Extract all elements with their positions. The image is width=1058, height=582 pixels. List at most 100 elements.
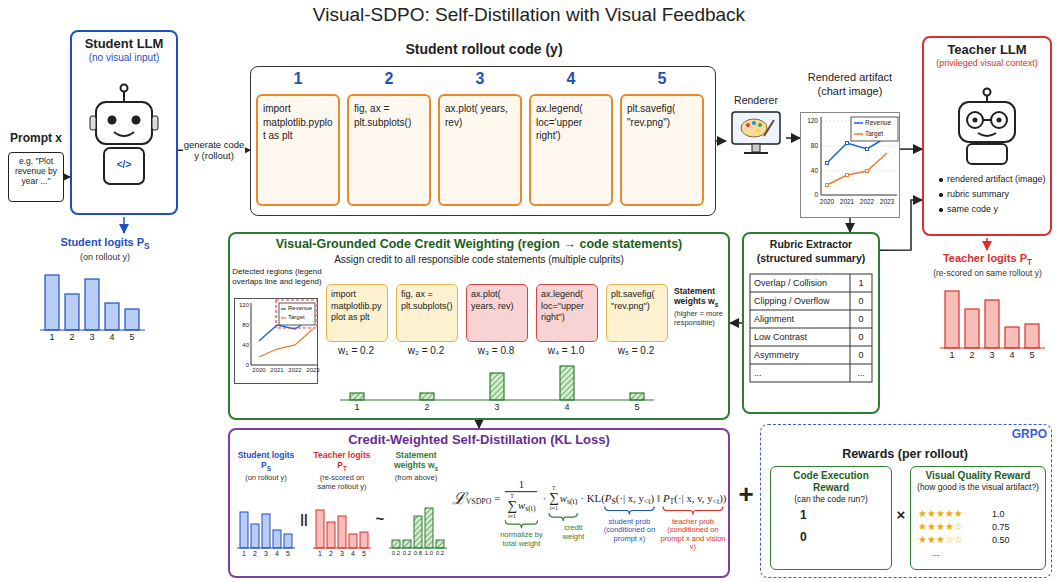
- formula-group: PT(·| x, v, y<t): [663, 492, 723, 504]
- kl-student-bars: [237, 512, 295, 548]
- text-flow: import matplotlib.pyplot as plt: [258, 96, 338, 149]
- node-text: Renderer: [730, 94, 782, 107]
- formula-token: P: [663, 492, 670, 504]
- label-text: (from above): [386, 473, 446, 482]
- formula-token: ℒ: [452, 489, 466, 508]
- formula-token: t=1: [508, 512, 516, 518]
- axis-tick: 120: [801, 117, 818, 124]
- axis-number: 5: [1025, 350, 1039, 360]
- renderer: Renderer: [726, 90, 786, 170]
- svg-rect: [338, 516, 346, 548]
- svg-circle: [756, 129, 760, 133]
- label-text: Statement weights w: [674, 286, 715, 306]
- svg-circle: [758, 123, 762, 127]
- kl-weight-bars: [389, 508, 447, 548]
- table-cell: Overlap / Collision: [754, 278, 846, 288]
- prompt-box: e.g. "Plot revenue by year ..."Prompt x: [8, 152, 64, 202]
- table-cell: 1: [850, 278, 872, 288]
- svg-rect: [414, 516, 422, 548]
- label-text: (higher = more responsible): [674, 309, 728, 327]
- axis-number: 4: [105, 332, 119, 342]
- weight-value: 0.2: [401, 550, 413, 557]
- svg-rect: [360, 532, 368, 548]
- axis-number: 2: [65, 332, 79, 342]
- axis-number: 1: [315, 550, 325, 558]
- student-logit-bars: [40, 275, 145, 330]
- svg-rect: [90, 116, 96, 130]
- formula-fraction: 1T∑t=1ws(t): [505, 478, 537, 518]
- kl-teacher-bars: [313, 510, 371, 548]
- svg-line: [750, 292, 872, 293]
- annotation: credit weight: [553, 524, 593, 541]
- code-text: ax.plot( years, rev): [445, 102, 515, 129]
- axis-number: 3: [85, 332, 99, 342]
- svg-line: [750, 364, 872, 365]
- svg-rect: [392, 540, 400, 548]
- axis-tick: 0: [801, 191, 818, 198]
- formula-token: =: [494, 492, 500, 504]
- formula-token: 1: [515, 478, 528, 490]
- text-flow: Teacher LLM(privileged visual context): [924, 38, 1050, 74]
- bullet-text: rubric summary: [938, 187, 1050, 202]
- formula-token: ∑: [549, 491, 559, 505]
- svg-line: [764, 120, 774, 136]
- formula-token: <t: [644, 497, 651, 506]
- axis-number: 1: [350, 402, 364, 412]
- teacher-logit-bars: [940, 291, 1045, 348]
- svg-rect: [866, 170, 869, 173]
- weighted-code-cell: ax.legend( loc="upper right")w₄ = 1.0: [536, 284, 598, 342]
- code-cell: import matplotlib.pyplot as plt1: [256, 94, 340, 206]
- weighted-code-cell: fig, ax = plt.subplots()w₂ = 0.2: [396, 284, 458, 342]
- svg-rect: [425, 508, 433, 548]
- credit-panel: Visual-Grounded Code Credit Weighting (r…: [228, 232, 730, 420]
- formula-token: w: [518, 499, 525, 511]
- svg-line: [281, 317, 286, 318]
- weight-value: w₁ = 0.2: [325, 345, 387, 356]
- connector: [786, 137, 800, 139]
- svg-line: [854, 133, 863, 135]
- label-line: Statement weights ws: [386, 450, 446, 473]
- bullet-text: rendered artifact (image): [938, 172, 1050, 187]
- svg-circle: [967, 112, 983, 128]
- ellipsis: ...: [932, 548, 940, 558]
- star-rating: ★★★★★: [918, 508, 963, 520]
- svg-circle: [132, 116, 141, 125]
- chart-legend-text: Target: [288, 314, 305, 321]
- svg-rect: [327, 522, 335, 548]
- text-flow: [761, 425, 1051, 433]
- svg-line: [986, 238, 988, 250]
- brace: [605, 507, 654, 515]
- node-text: (can the code run?): [774, 494, 888, 504]
- svg-rect: [959, 102, 1015, 142]
- axis-number: 3: [490, 402, 504, 412]
- svg-path: [251, 303, 317, 365]
- node-text: (no visual input): [76, 52, 172, 65]
- weight-value: w₃ = 0.8: [465, 345, 527, 356]
- text-flow: Visual Quality Reward(how good is the vi…: [911, 467, 1045, 495]
- axis-tick: 40: [235, 342, 249, 349]
- axis-number: 2: [326, 550, 336, 558]
- edge-label: generate code y (rollout): [183, 138, 245, 163]
- svg-line: [821, 171, 897, 172]
- axis-number: 2: [250, 550, 260, 558]
- svg-rect: [1005, 327, 1019, 348]
- svg-rect: [490, 373, 504, 400]
- operator: +: [735, 480, 757, 510]
- weight-value: 0.2: [390, 550, 402, 557]
- table-cell: 0: [850, 314, 872, 324]
- node-text: Visual Quality Reward: [914, 470, 1042, 482]
- code-text: import matplotlib.pyplot as plt: [331, 289, 383, 324]
- formula-token: s(t): [525, 504, 535, 513]
- svg-ellipse: [741, 119, 767, 137]
- svg-rect: [1025, 324, 1039, 348]
- svg-circle: [991, 112, 1007, 128]
- label-subscript: S: [267, 465, 271, 472]
- label-group: Statement weights ws(from above): [386, 450, 446, 482]
- table-cell: Asymmetry: [754, 350, 846, 360]
- svg-circle: [108, 116, 117, 125]
- text-flow: fig, ax = plt.subplots(): [397, 285, 457, 316]
- brace: [663, 507, 723, 515]
- formula-token: ∑: [507, 499, 517, 513]
- label-text: (on rollout y): [234, 473, 298, 482]
